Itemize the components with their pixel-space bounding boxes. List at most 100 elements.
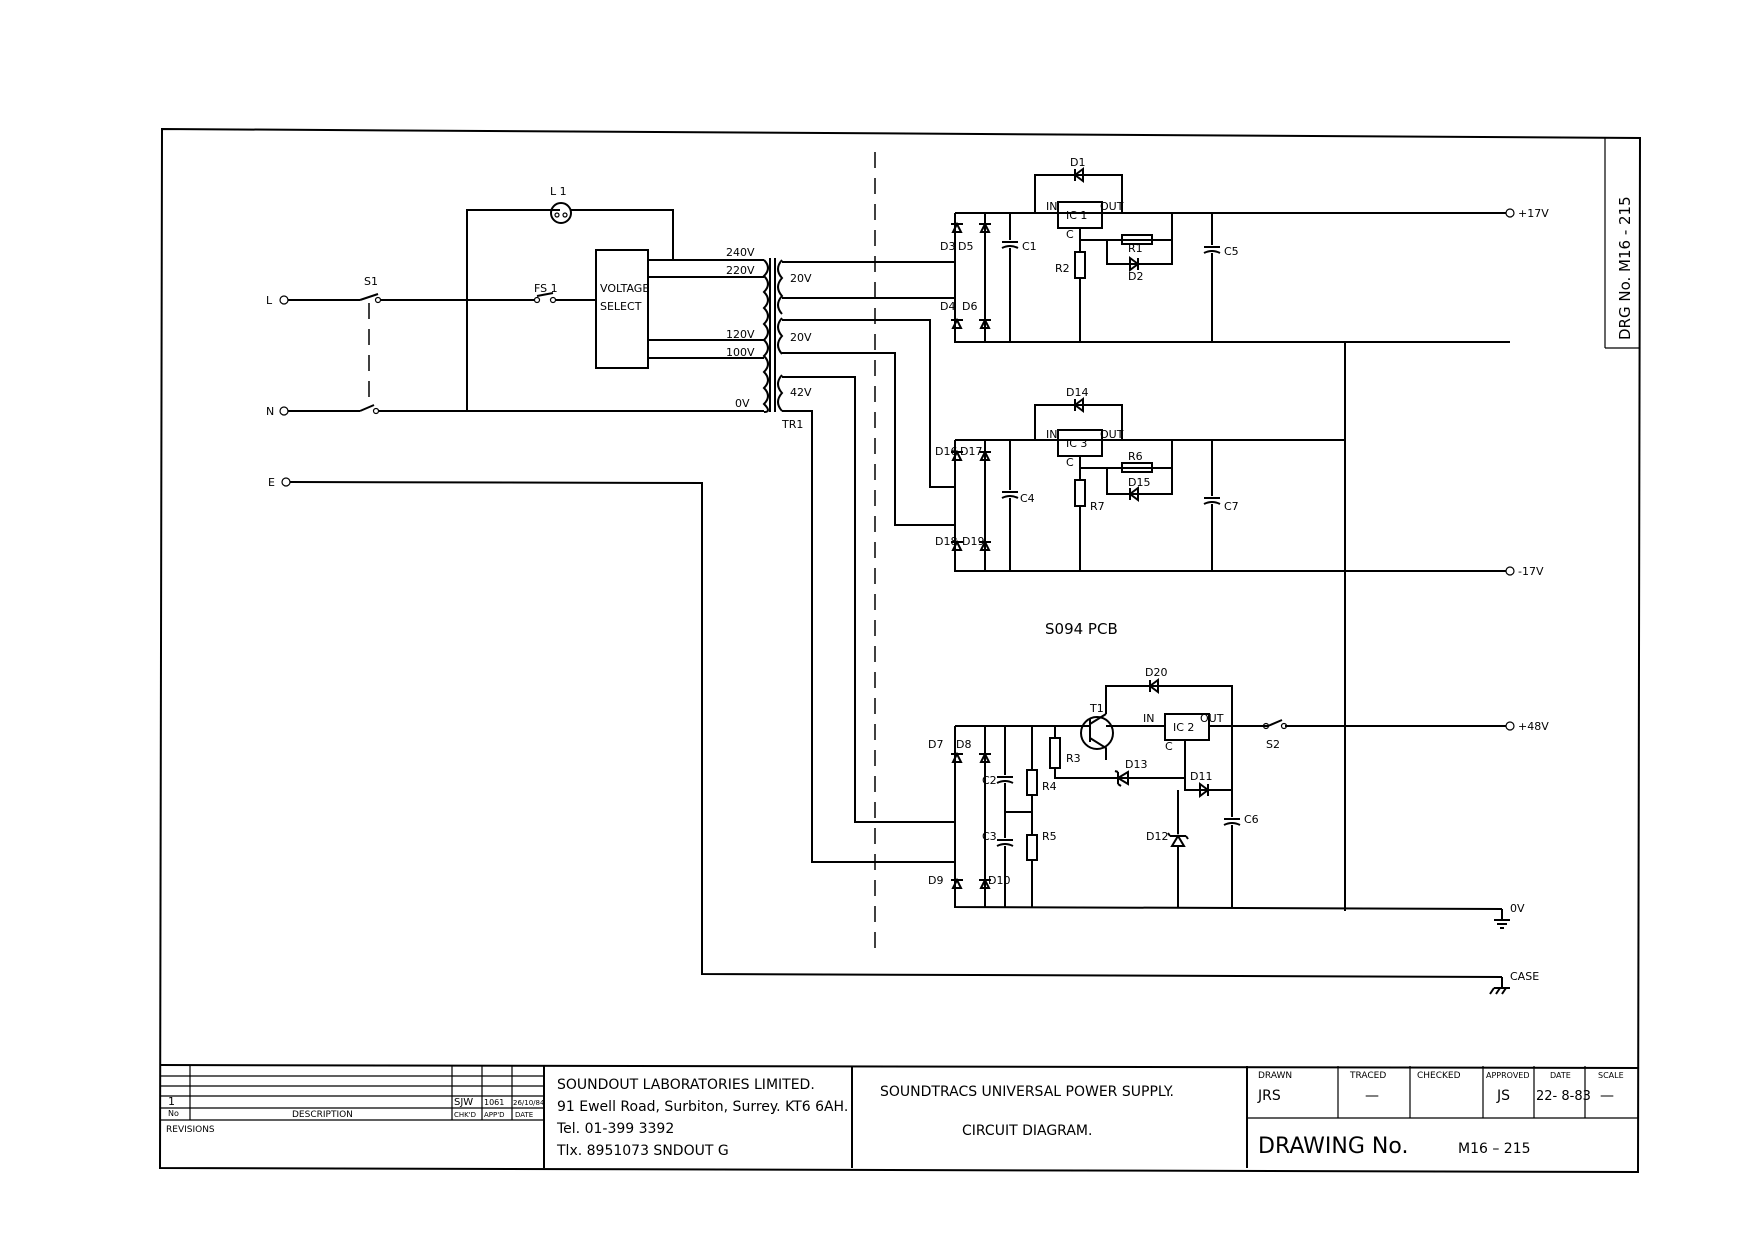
d10-label: D10 <box>988 874 1010 887</box>
tap-240v: 240V <box>726 246 755 259</box>
lamp-l1 <box>550 202 572 224</box>
company-telephone: Tel. 01-399 3392 <box>556 1121 674 1137</box>
d19-label: D19 <box>962 535 984 548</box>
r3-label: R3 <box>1066 752 1081 765</box>
d14-label: D14 <box>1066 386 1088 399</box>
r1-label: R1 <box>1128 242 1143 255</box>
ground-symbols: 0V CASE <box>1489 902 1539 995</box>
rev-header-description: DESCRIPTION <box>292 1110 353 1120</box>
value-date: 22- 8-83 <box>1536 1089 1591 1104</box>
secondary-2-label: 20V <box>790 331 812 344</box>
ic1-c-label: C <box>1066 228 1074 241</box>
d13-label: D13 <box>1125 758 1147 771</box>
d4-label: D4 <box>940 300 955 313</box>
title-block: 1 SJW 1061 26/10/84 No DESCRIPTION CHK'D… <box>159 1064 1639 1168</box>
d5-label: D5 <box>958 240 973 253</box>
header-approved: APPROVED <box>1486 1071 1530 1080</box>
sheet-border <box>158 127 1642 1174</box>
live-terminal <box>279 295 289 305</box>
ic1-label: IC 1 <box>1066 209 1087 222</box>
earth-terminal <box>281 477 291 487</box>
earth-terminal-label: E <box>268 476 275 489</box>
drawing-title: SOUNDTRACS UNIVERSAL POWER SUPPLY. <box>880 1084 1174 1100</box>
neutral-terminal-label: N <box>266 405 274 418</box>
revisions-label: REVISIONS <box>166 1125 215 1135</box>
drawing-number-value: M16 – 215 <box>1458 1141 1531 1157</box>
zero-volt-label: 0V <box>1510 902 1525 915</box>
d11-label: D11 <box>1190 770 1212 783</box>
secondary-wiring <box>782 152 955 955</box>
regulator-pos17: D3 D5 D4 D6 C1 IC 1 IN OUT C D1 R1 D2 R2… <box>940 156 1549 343</box>
c6-label: C6 <box>1244 813 1259 826</box>
d2-label: D2 <box>1128 270 1143 283</box>
d9-label: D9 <box>928 874 943 887</box>
ic2-label: IC 2 <box>1173 721 1194 734</box>
secondary-3-label: 42V <box>790 386 812 399</box>
rev-header-no: No <box>168 1109 179 1118</box>
pos17-terminal <box>1505 208 1515 218</box>
tap-120v: 120V <box>726 328 755 341</box>
pcb-label: S094 PCB <box>1045 620 1118 638</box>
d1-label: D1 <box>1070 156 1085 169</box>
ic3-c-label: C <box>1066 456 1074 469</box>
d7-label: D7 <box>928 738 943 751</box>
drawing-number-label: DRAWING No. <box>1258 1134 1408 1159</box>
drawing-subtitle: CIRCUIT DIAGRAM. <box>962 1123 1092 1139</box>
company-address: 91 Ewell Road, Surbiton, Surrey. KT6 6AH… <box>557 1099 848 1115</box>
rev-header-appd: APP'D <box>484 1111 505 1119</box>
d17-label: D17 <box>960 445 982 458</box>
t1-label: T1 <box>1089 702 1104 715</box>
value-drawn: JRS <box>1257 1088 1281 1104</box>
neg17-label: -17V <box>1518 565 1544 578</box>
c1-label: C1 <box>1022 240 1037 253</box>
live-terminal-label: L <box>266 294 273 307</box>
company-name: SOUNDOUT LABORATORIES LIMITED. <box>557 1077 815 1093</box>
tap-100v: 100V <box>726 346 755 359</box>
header-checked: CHECKED <box>1417 1071 1461 1081</box>
voltage-select-block: VOLTAGE SELECT <box>595 249 764 369</box>
tap-220v: 220V <box>726 264 755 277</box>
ic3-out-label: OUT <box>1100 428 1124 441</box>
revision-number: 1 <box>168 1095 175 1108</box>
secondary-1-label: 20V <box>790 272 812 285</box>
header-scale: SCALE <box>1598 1071 1624 1080</box>
neg17-terminal <box>1505 566 1515 576</box>
side-drawing-number: DRG No. M16 - 215 <box>1616 196 1634 340</box>
lamp-l1-label: L 1 <box>550 185 567 198</box>
ic1-in-label: IN <box>1046 200 1057 213</box>
ic2-in-label: IN <box>1143 712 1154 725</box>
pos48-terminal <box>1505 721 1515 731</box>
revision-appd: 1061 <box>484 1098 504 1107</box>
case-label: CASE <box>1510 970 1539 983</box>
rev-header-date: DATE <box>515 1111 533 1119</box>
d6-label: D6 <box>962 300 977 313</box>
d18-label: D18 <box>935 535 957 548</box>
neutral-terminal <box>279 406 289 416</box>
s2-label: S2 <box>1266 738 1280 751</box>
revision-date: 26/10/84 <box>513 1099 545 1107</box>
r4-label: R4 <box>1042 780 1057 793</box>
d8-label: D8 <box>956 738 971 751</box>
company-telex: Tlx. 8951073 SNDOUT G <box>556 1143 729 1159</box>
ic2-c-label: C <box>1165 740 1173 753</box>
r5-label: R5 <box>1042 830 1057 843</box>
voltage-select-line1: VOLTAGE <box>600 282 649 295</box>
d20-label: D20 <box>1145 666 1167 679</box>
value-traced: — <box>1365 1088 1379 1104</box>
switch-s1-label: S1 <box>364 275 378 288</box>
pos17-label: +17V <box>1518 207 1549 220</box>
ic2-out-label: OUT <box>1200 712 1224 725</box>
header-date: DATE <box>1550 1071 1571 1080</box>
r6-label: R6 <box>1128 450 1143 463</box>
c5-label: C5 <box>1224 245 1239 258</box>
d3-label: D3 <box>940 240 955 253</box>
header-drawn: DRAWN <box>1258 1071 1292 1081</box>
regulator-neg17: D16 D17 D18 D19 C4 IC 3 IN OUT C D14 R6 … <box>935 342 1544 911</box>
d16-label: D16 <box>935 445 957 458</box>
regulator-48v: D7 D8 D9 D10 C2 C3 R4 R5 R3 T1 D20 IC 2 … <box>928 666 1549 910</box>
value-approved: JS <box>1496 1088 1510 1104</box>
transistor-t1 <box>1080 716 1114 750</box>
ic3-label: IC 3 <box>1066 437 1087 450</box>
c2-label: C2 <box>982 774 997 787</box>
transformer-label: TR1 <box>781 418 803 431</box>
